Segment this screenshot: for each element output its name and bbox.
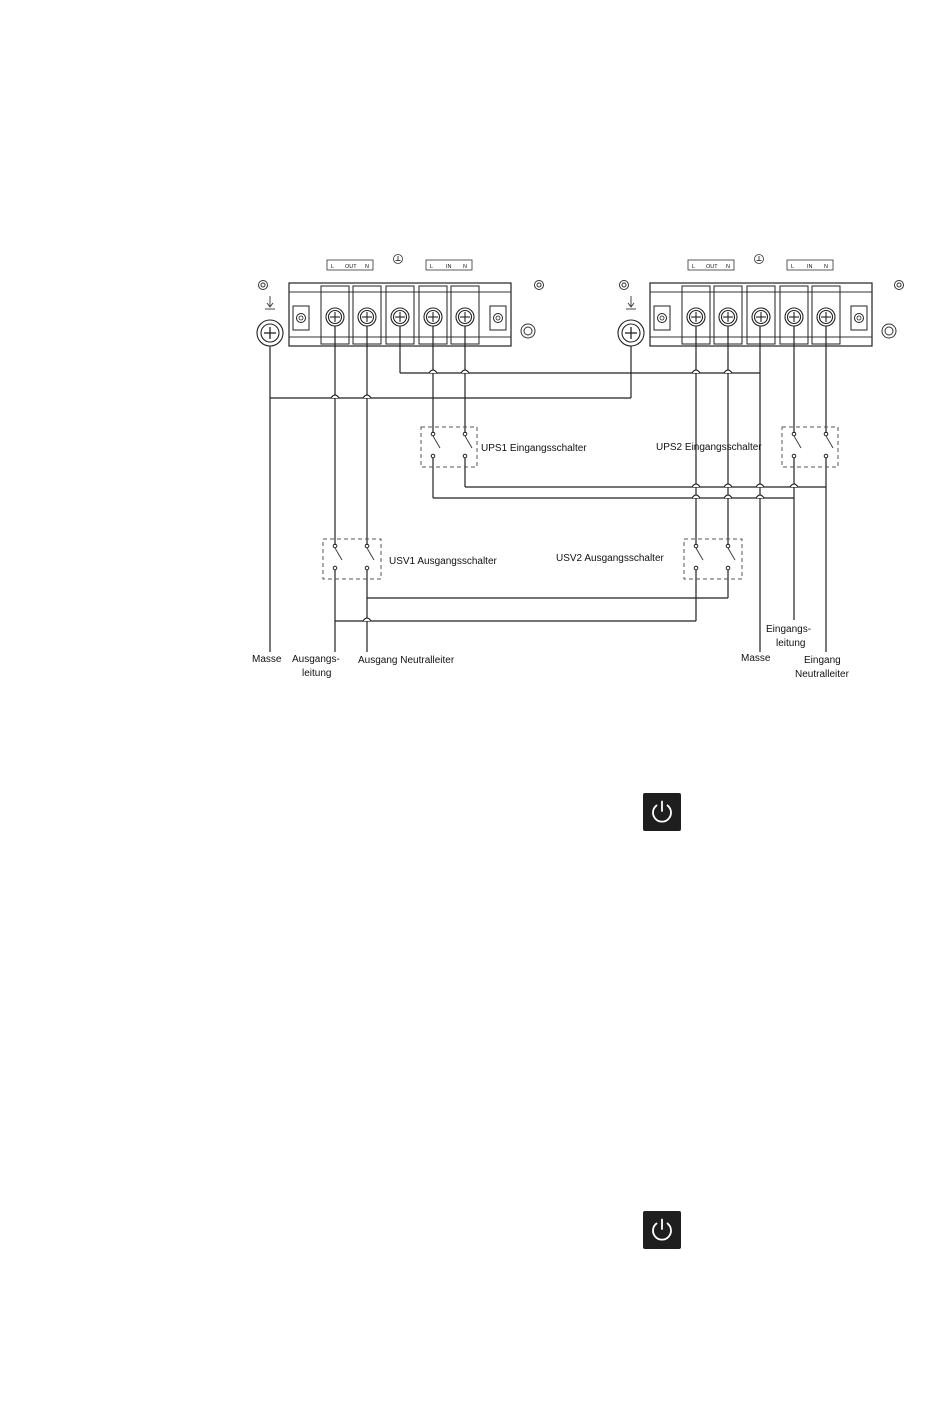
right-ground-label: Masse (741, 653, 771, 664)
terminal-block-right: L OUT N L IN N (618, 255, 904, 347)
out-n-label: N (726, 264, 730, 270)
power-icon (643, 793, 681, 831)
wiring (270, 326, 826, 652)
ground-stud-right-icon (618, 296, 644, 346)
right-input-neutral-label: Eingang (804, 655, 841, 666)
out-n-label: N (365, 264, 369, 270)
ground-stud-left-icon (257, 296, 283, 346)
left-output-line-label-2: leitung (302, 668, 331, 679)
in-n-label: N (824, 264, 828, 270)
switch-ups2-input (782, 427, 838, 467)
switch-usv2-output (684, 539, 742, 579)
out-l-label: L (692, 264, 695, 270)
out-out-label: OUT (706, 264, 718, 270)
power-icon (643, 1211, 681, 1249)
right-input-neutral-label-2: Neutralleiter (795, 669, 850, 680)
in-in-label: IN (807, 264, 813, 270)
in-l-label: L (430, 264, 433, 270)
usv1-output-switch-label: USV1 Ausgangsschalter (389, 556, 498, 567)
right-input-line-label-2: leitung (776, 638, 805, 649)
out-out-label: OUT (345, 264, 357, 270)
left-output-line-label: Ausgangs- (292, 654, 340, 665)
in-in-label: IN (446, 264, 452, 270)
left-ground-label: Masse (252, 654, 282, 665)
usv2-output-switch-label: USV2 Ausgangsschalter (556, 553, 665, 564)
out-l-label: L (331, 264, 334, 270)
left-output-neutral-label: Ausgang Neutralleiter (358, 655, 455, 666)
right-input-line-label: Eingangs- (766, 624, 811, 635)
switch-ups1-input (421, 427, 477, 467)
in-l-label: L (791, 264, 794, 270)
ups1-input-switch-label: UPS1 Eingangsschalter (481, 443, 587, 454)
ups2-input-switch-label: UPS2 Eingangsschalter (656, 442, 762, 453)
in-n-label: N (463, 264, 467, 270)
switch-usv1-output (323, 539, 381, 579)
